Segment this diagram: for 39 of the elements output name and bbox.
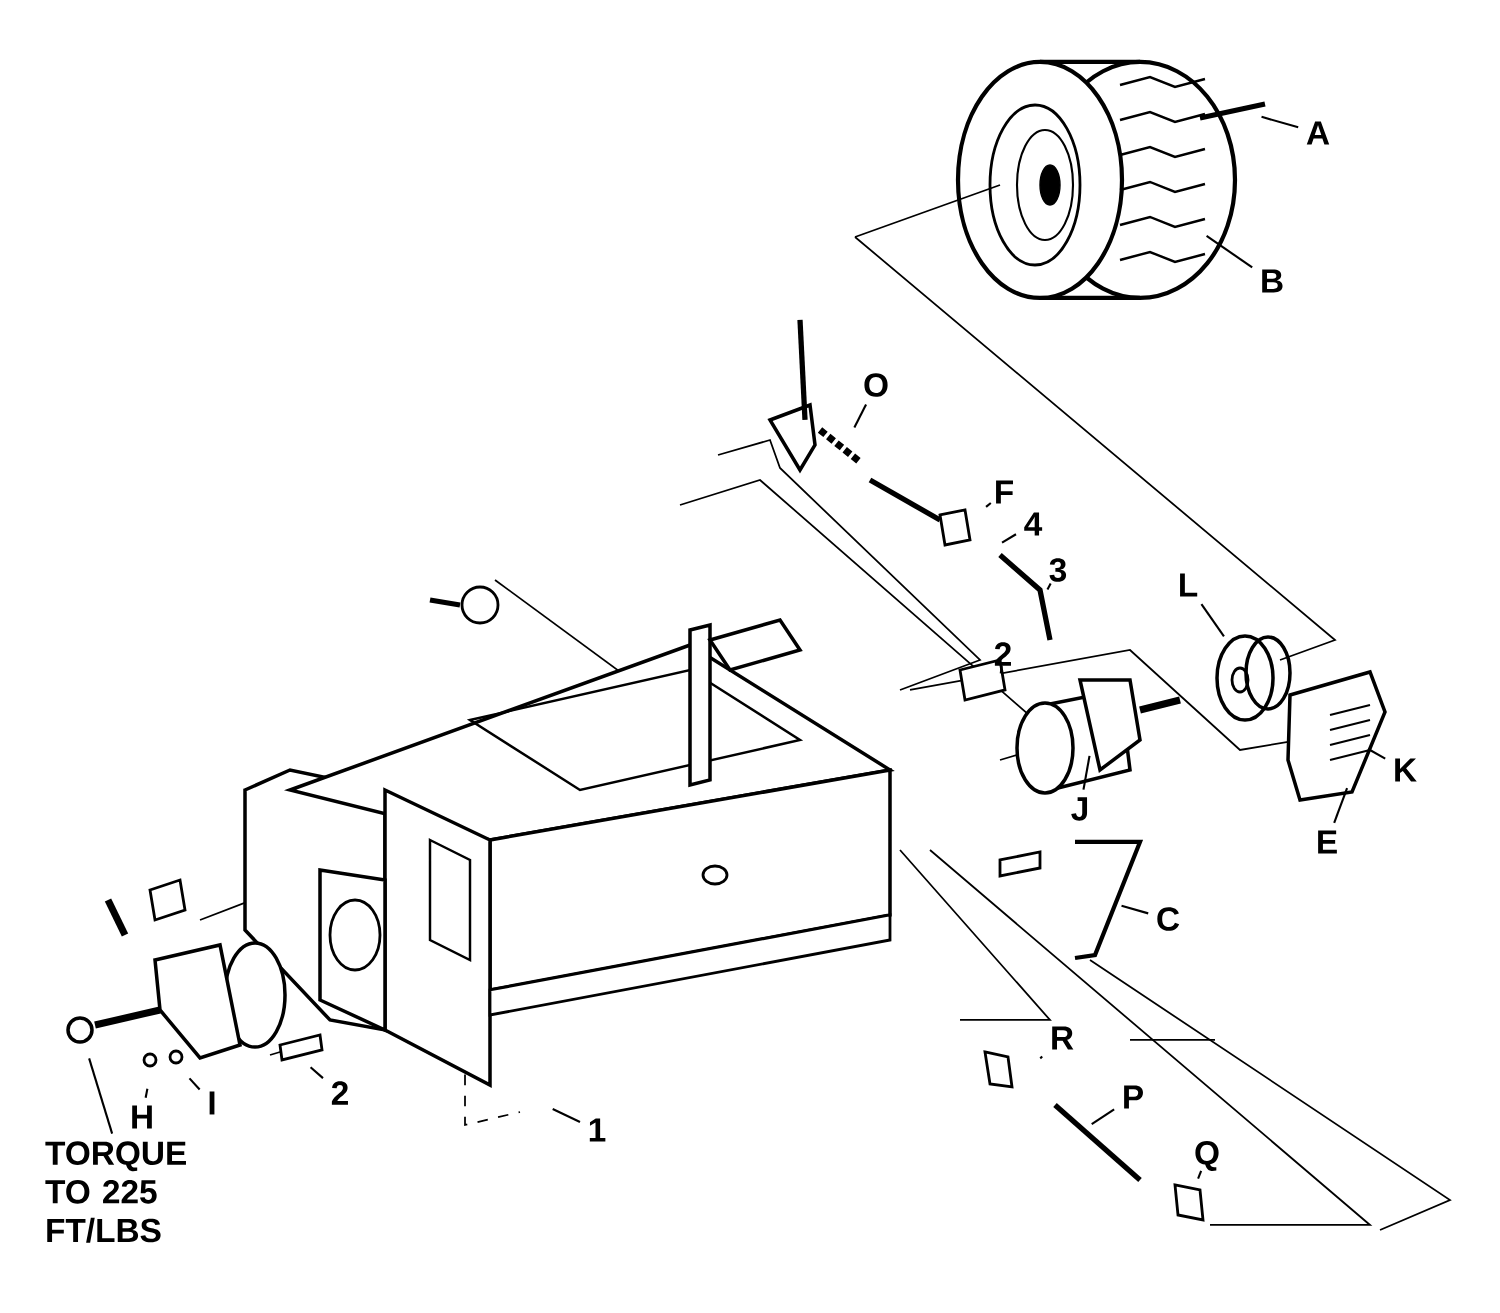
leader-line	[1261, 115, 1299, 129]
leader-line	[1039, 1055, 1043, 1060]
callout-letter: C	[1157, 907, 1180, 931]
callout-letter: K	[1395, 758, 1417, 782]
leader-line	[1082, 755, 1091, 790]
callout-letter: 3	[1049, 558, 1067, 582]
callout-letter: P	[1124, 1085, 1143, 1109]
leader-line	[188, 1077, 201, 1091]
leader-line	[1333, 787, 1349, 824]
leader-line	[88, 1058, 114, 1134]
callout-letter: 4	[1024, 512, 1043, 536]
callout-letter: E	[1318, 830, 1337, 854]
leader-line	[144, 1088, 149, 1098]
leader-line	[1001, 533, 1017, 544]
leader-line	[552, 1108, 581, 1123]
callout-letter: R	[1052, 1026, 1074, 1050]
leader-line	[1091, 1108, 1115, 1126]
leader-line	[1197, 1170, 1203, 1180]
note-text: TORQUE TO 225 FT/LBS	[45, 1141, 186, 1243]
leader-line	[985, 502, 992, 508]
callout-letter: F	[996, 480, 1013, 504]
callout-letter: I	[209, 1091, 215, 1115]
leader-line	[1206, 235, 1253, 269]
callout-letter: A	[1306, 121, 1330, 145]
callout-letter: Q	[1195, 1141, 1219, 1171]
leader-line	[1367, 748, 1386, 760]
leader-line	[999, 665, 1003, 674]
leader-line	[853, 404, 867, 428]
callout-letter: H	[132, 1105, 152, 1129]
leader-line	[1200, 603, 1225, 638]
callout-letter: 1	[589, 1118, 606, 1142]
leader-line	[309, 1066, 324, 1079]
leader-line	[1121, 904, 1149, 915]
callout-letter: O	[864, 373, 888, 397]
callout-letter: L	[1180, 573, 1198, 597]
callout-letter: B	[1262, 269, 1283, 293]
leader-line	[1046, 583, 1052, 591]
callout-letter: 2	[331, 1081, 348, 1105]
callout-letter: J	[1071, 797, 1088, 821]
